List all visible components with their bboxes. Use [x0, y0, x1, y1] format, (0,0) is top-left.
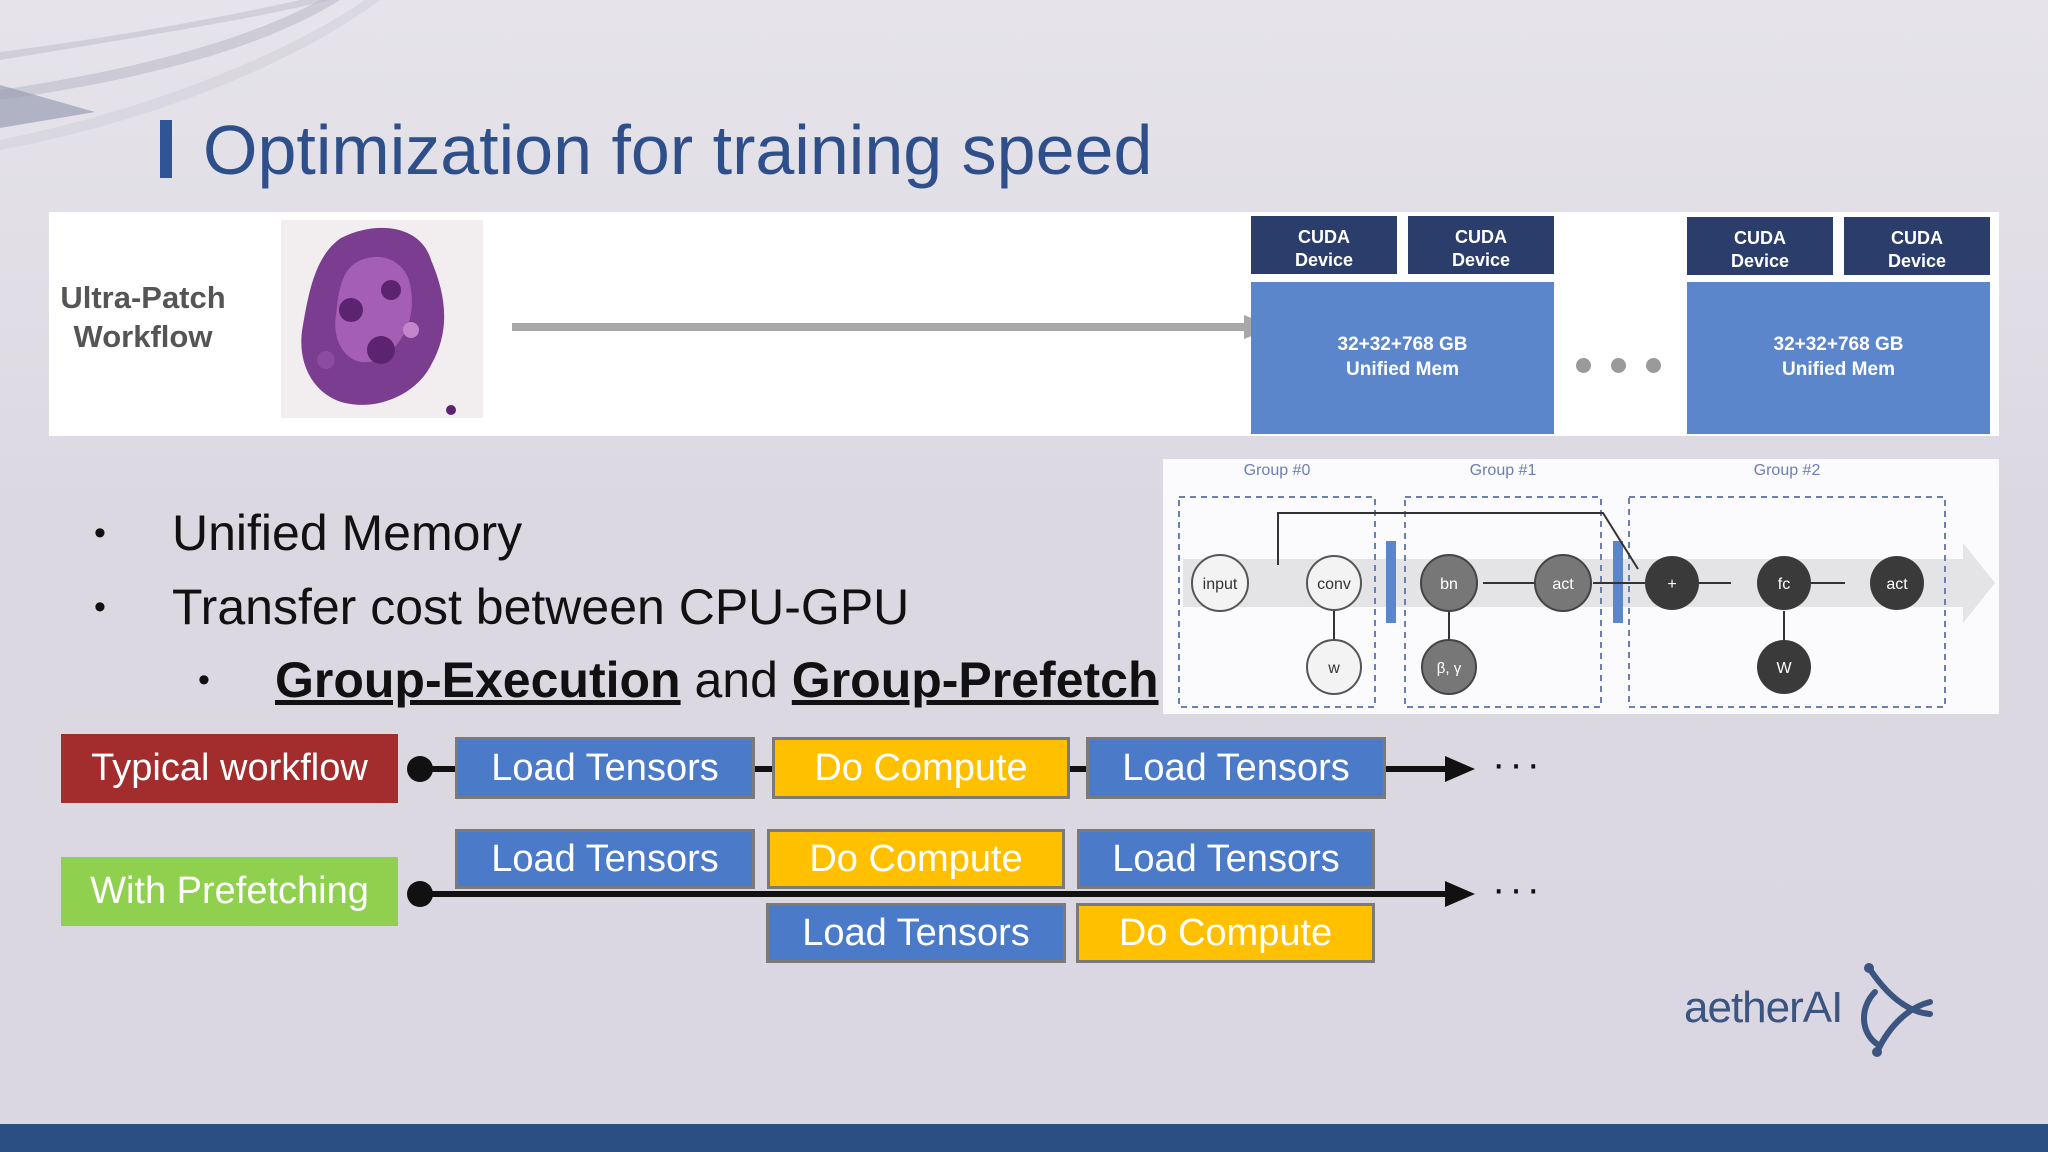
ellipsis-dot [1611, 358, 1626, 373]
cuda-device-3: CUDA Device [1687, 217, 1833, 275]
node-input-label: input [1203, 576, 1238, 593]
node-conv [1306, 555, 1362, 611]
bullet-marker: • [94, 588, 106, 626]
node-bn [1420, 554, 1478, 612]
ellipsis-dot [1646, 358, 1661, 373]
group-graph-diagram: Group #0 Group #1 Group #2 input conv w … [1178, 462, 1995, 708]
prefetch-load-tensors-1: Load Tensors [455, 829, 755, 889]
ultra-patch-panel: Ultra-Patch Workflow CUDA Device CUDA De… [49, 212, 1999, 436]
prefetch-timeline [407, 881, 1475, 907]
workflow-arrow [512, 315, 1274, 339]
ellipsis-dot [1576, 358, 1591, 373]
prefetch-load-tensors-2: Load Tensors [1077, 829, 1375, 889]
node-act-2-label: act [1886, 576, 1908, 593]
with-prefetching-tag: With Prefetching [61, 857, 398, 926]
cuda-device-4: CUDA Device [1844, 217, 1990, 275]
footer-bar [0, 1124, 2048, 1152]
group-2-label: Group #2 [1754, 462, 1821, 479]
node-w-label: w [1327, 660, 1340, 677]
node-act-2 [1870, 556, 1924, 610]
sub-bullet-marker: • [198, 661, 210, 699]
node-act-label: act [1552, 576, 1574, 593]
aetherai-logo-text: aetherAI [1684, 983, 1843, 1032]
computation-graph-panel: Group #0 Group #1 Group #2 input conv w … [1163, 459, 1999, 714]
bullet-transfer-cost: Transfer cost between CPU-GPU [172, 579, 910, 635]
group-separator [1386, 541, 1396, 623]
tissue-sample-icon [301, 227, 456, 415]
node-act [1534, 554, 1592, 612]
group-0-label: Group #0 [1244, 462, 1311, 479]
bullet-unified-memory: Unified Memory [172, 505, 523, 561]
group-execution-text: Group-Execution [275, 652, 681, 708]
node-beta-gamma-label: β, γ [1437, 660, 1462, 677]
typical-do-compute: Do Compute [772, 737, 1070, 799]
aetherai-logo-icon [1861, 963, 1933, 1057]
node-w [1306, 639, 1362, 695]
typical-load-tensors-1: Load Tensors [455, 737, 755, 799]
unified-memory-2: 32+32+768 GB Unified Mem [1687, 282, 1990, 434]
cuda-device-2: CUDA Device [1408, 216, 1554, 274]
prefetch-do-compute-2: Do Compute [1076, 903, 1375, 963]
node-add [1645, 556, 1699, 610]
node-conv-label: conv [1317, 576, 1351, 593]
workflow-label: Ultra-Patch Workflow [60, 280, 226, 354]
tissue-slide-image [281, 220, 483, 418]
node-beta-gamma [1421, 639, 1477, 695]
slide-title: Optimization for training speed [203, 111, 1153, 189]
and-text: and [680, 652, 792, 708]
node-w2 [1757, 640, 1811, 694]
cuda-device-1: CUDA Device [1251, 216, 1397, 274]
node-bn-label: bn [1440, 576, 1458, 593]
bullet-marker: • [94, 514, 106, 552]
group-prefetch-text: Group-Prefetch [791, 652, 1159, 708]
corner-decoration [0, 0, 380, 150]
node-fc-label: fc [1778, 576, 1790, 593]
node-fc [1757, 556, 1811, 610]
node-add-label: + [1667, 576, 1676, 593]
node-w2-label: W [1776, 660, 1792, 677]
prefetch-do-compute-1: Do Compute [767, 829, 1065, 889]
sub-bullet-group: Group-Execution and Group-Prefetch [275, 650, 1159, 710]
title-accent-bar [160, 120, 172, 178]
group-1-label: Group #1 [1470, 462, 1537, 479]
typical-workflow-tag: Typical workflow [61, 734, 398, 803]
unified-memory-1: 32+32+768 GB Unified Mem [1251, 282, 1554, 434]
typical-load-tensors-2: Load Tensors [1086, 737, 1386, 799]
prefetch-ellipsis: ··· [1492, 867, 1544, 911]
node-input [1191, 554, 1249, 612]
typical-ellipsis: ··· [1492, 742, 1544, 786]
prefetch-load-tensors-3: Load Tensors [766, 903, 1066, 963]
